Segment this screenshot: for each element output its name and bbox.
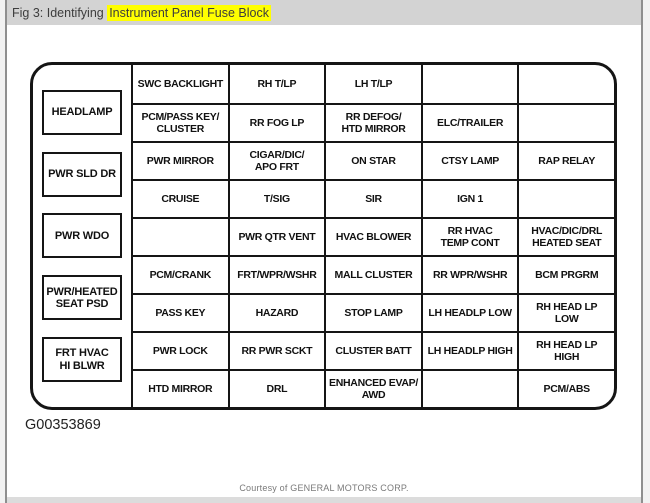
fuse-cell: RR PWR SCKT <box>227 331 325 369</box>
fuse-cell: PWR QTR VENT <box>227 217 325 255</box>
fuse-panel: HEADLAMP PWR SLD DR PWR WDO PWR/HEATED SEAT… <box>30 62 617 410</box>
fuse-cell: PCM/CRANK <box>131 255 228 293</box>
fuse-cell: IGN 1 <box>420 179 518 217</box>
fuse-cell: PASS KEY <box>131 293 228 331</box>
content-area: HEADLAMP PWR SLD DR PWR WDO PWR/HEATED SEAT… <box>7 25 641 503</box>
fuse-cell <box>420 65 518 103</box>
fuse-box: FRT HVAC HI BLWR <box>42 337 122 383</box>
fuse-cell: HTD MIRROR <box>131 369 228 407</box>
fuse-cell: BCM PRGRM <box>517 255 614 293</box>
fuse-cell <box>517 179 614 217</box>
fuse-cell: RH T/LP <box>227 65 325 103</box>
fuse-cell: RR HVAC TEMP CONT <box>420 217 518 255</box>
fuse-cell: MALL CLUSTER <box>324 255 421 293</box>
fuse-cell: CRUISE <box>131 179 228 217</box>
fuse-cell: ON STAR <box>324 141 421 179</box>
fuse-cell: DRL <box>227 369 325 407</box>
fuse-cell: LH HEADLP HIGH <box>420 331 518 369</box>
fuse-box: PWR WDO <box>42 213 122 259</box>
fuse-cell: FRT/WPR/WSHR <box>227 255 325 293</box>
fuse-cell: T/SIG <box>227 179 325 217</box>
fuse-cell: HAZARD <box>227 293 325 331</box>
fuse-cell <box>131 217 228 255</box>
fuse-cell: ELC/TRAILER <box>420 103 518 141</box>
courtesy-credit: Courtesy of GENERAL MOTORS CORP. <box>239 483 409 493</box>
fuse-cell: PWR LOCK <box>131 331 228 369</box>
fuse-cell: HVAC/DIC/DRL HEATED SEAT <box>517 217 614 255</box>
fuse-cell: SWC BACKLIGHT <box>131 65 228 103</box>
fuse-cell: RH HEAD LP HIGH <box>517 331 614 369</box>
fuse-cell: RR WPR/WSHR <box>420 255 518 293</box>
fuse-cell: PWR MIRROR <box>131 141 228 179</box>
fuse-cell: SIR <box>324 179 421 217</box>
figure-id: G00353869 <box>25 417 101 433</box>
fuse-cell: CLUSTER BATT <box>324 331 421 369</box>
fuse-box: HEADLAMP <box>42 89 122 135</box>
fuse-box: PWR/HEATED SEAT PSD <box>42 275 122 321</box>
app-frame: Fig 3: Identifying Instrument Panel Fuse… <box>5 0 643 503</box>
fuse-cell <box>517 103 614 141</box>
figure-title-highlight: Instrument Panel Fuse Block <box>107 4 271 21</box>
fuse-cell: PCM/ABS <box>517 369 614 407</box>
fuse-cell <box>517 65 614 103</box>
fuse-cell: HVAC BLOWER <box>324 217 421 255</box>
fuse-cell: RAP RELAY <box>517 141 614 179</box>
fuse-cell: ENHANCED EVAP/ AWD <box>324 369 421 407</box>
fuse-cell: LH T/LP <box>324 65 421 103</box>
fuse-cell: CIGAR/DIC/ APO FRT <box>227 141 325 179</box>
fuse-cell: RR DEFOG/ HTD MIRROR <box>324 103 421 141</box>
fuse-cell: STOP LAMP <box>324 293 421 331</box>
fuse-cell: PCM/PASS KEY/ CLUSTER <box>131 103 228 141</box>
figure-title-prefix: Fig 3: Identifying <box>12 5 108 20</box>
fuse-cell: RR FOG LP <box>227 103 325 141</box>
fuse-cell <box>420 369 518 407</box>
fuse-box: PWR SLD DR <box>42 151 122 197</box>
fuse-cell: LH HEADLP LOW <box>420 293 518 331</box>
horizontal-scrollbar[interactable] <box>7 497 641 503</box>
fuse-cell: RH HEAD LP LOW <box>517 293 614 331</box>
title-bar: Fig 3: Identifying Instrument Panel Fuse… <box>7 0 641 25</box>
left-boxes: HEADLAMP PWR SLD DR PWR WDO PWR/HEATED SEAT… <box>33 65 131 407</box>
fuse-cell: CTSY LAMP <box>420 141 518 179</box>
